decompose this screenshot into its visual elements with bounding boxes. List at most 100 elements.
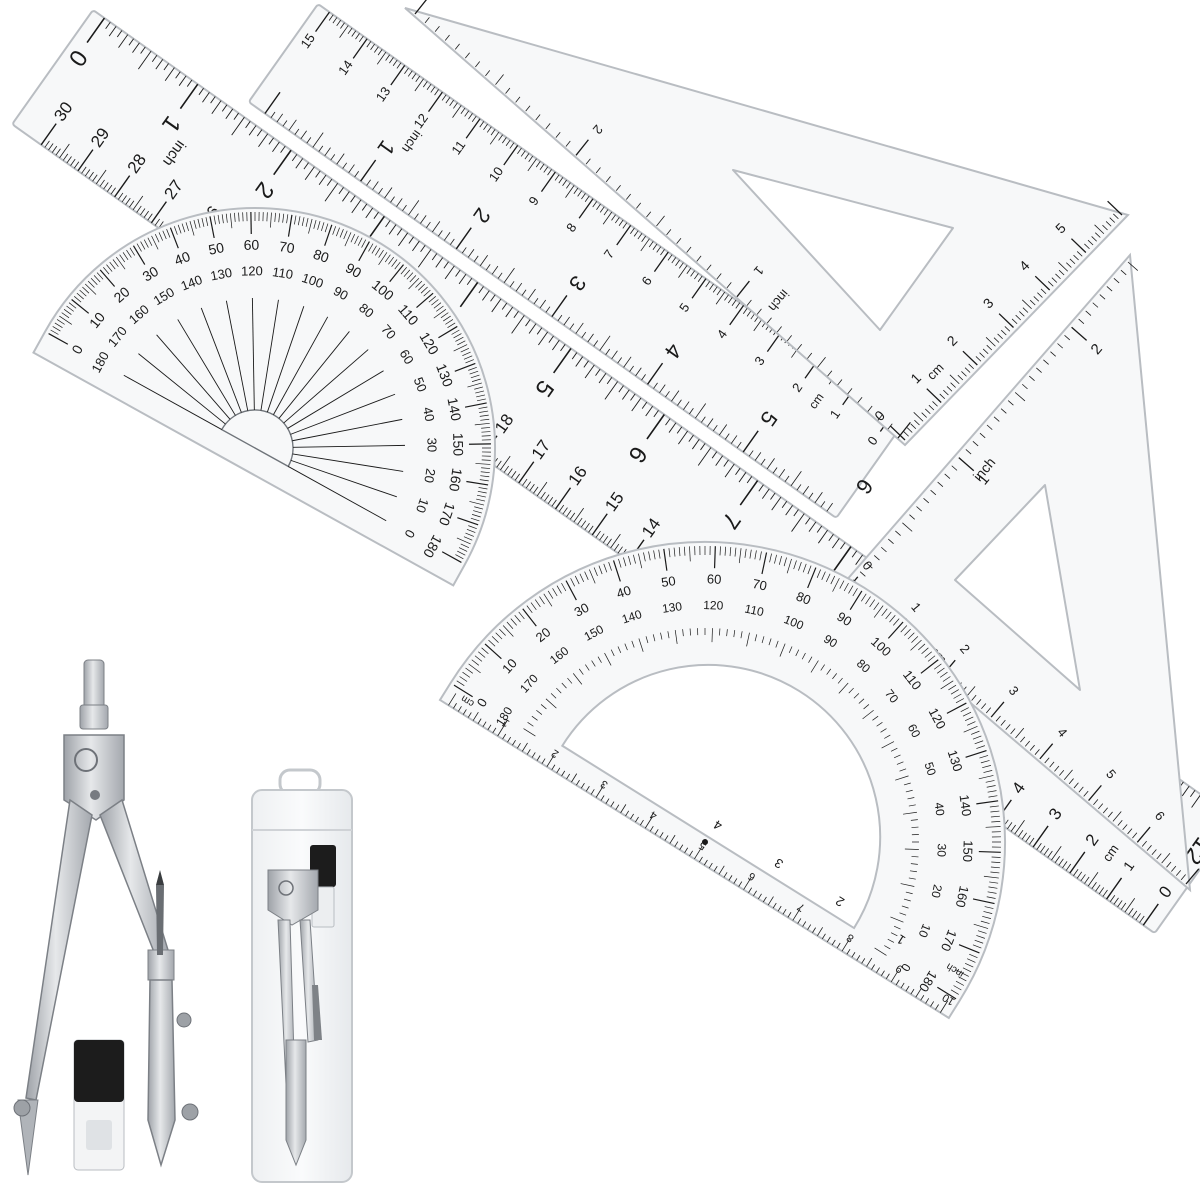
cm-tick: [1069, 851, 1086, 874]
degree-tick: [344, 232, 352, 247]
inch-tick: [641, 374, 646, 381]
cm-tick: [618, 219, 624, 226]
degree-tick: [361, 239, 367, 248]
inch-tick: [735, 467, 741, 475]
degree-tick: [908, 877, 916, 880]
inch-tick: [575, 322, 584, 334]
degree-tick: [527, 722, 534, 727]
inch-tick: [771, 496, 782, 511]
cm-tick: [611, 214, 616, 221]
inch-tick: [164, 67, 175, 81]
cm-tick: [449, 99, 455, 107]
degree-tick: [974, 740, 984, 745]
angle-ray: [278, 331, 350, 419]
cm-tick: [928, 404, 935, 411]
degree-tick: [988, 795, 998, 798]
cm-tick: [694, 846, 703, 860]
degree-tick: [970, 730, 980, 735]
degree-tick: [189, 221, 195, 236]
cm-tick: [1141, 840, 1147, 847]
cm-tick: [1171, 865, 1177, 872]
cm-tick: [1112, 811, 1122, 822]
degree-tick: [668, 548, 671, 558]
degree-tick: [876, 722, 883, 727]
inch-tick: [739, 480, 759, 506]
cm-tick: [1131, 910, 1138, 918]
cm-tick: [669, 834, 676, 844]
inch-tick: [248, 125, 257, 136]
angle-ray: [292, 453, 404, 472]
cm-tick: [48, 143, 54, 151]
degree-tick: [470, 374, 480, 379]
inch-tick: [686, 246, 692, 253]
inch-tick: [128, 38, 134, 46]
degree-tick: [987, 891, 997, 894]
degree-tick: [570, 578, 576, 587]
cm-tick: [610, 533, 621, 549]
degree-tick: [699, 546, 701, 556]
cm-tick: [561, 770, 566, 777]
cm-label: 9: [894, 962, 906, 975]
inch-tick: [791, 513, 805, 532]
inch-tick: [348, 164, 355, 173]
inch-tick: [545, 306, 551, 313]
cm-tick: [602, 211, 613, 225]
degree-tick: [462, 671, 471, 678]
degree-tick: [556, 585, 562, 594]
inch-tick: [434, 25, 440, 32]
inch-tick: [315, 170, 321, 178]
degree-tick: [910, 639, 922, 651]
inch-tick: [726, 282, 732, 289]
inch-tick: [548, 335, 554, 343]
cm-tick: [1105, 877, 1123, 900]
inch-tick: [444, 34, 450, 41]
cm-tick: [51, 145, 58, 153]
degree-tick: [953, 693, 962, 699]
cm-tick: [569, 512, 576, 520]
cm-tick: [487, 724, 492, 731]
cm-tick: [614, 217, 620, 224]
cm-tick: [599, 206, 605, 213]
degree-tick: [820, 664, 825, 671]
inch-tick: [1050, 351, 1056, 357]
cm-tick: [558, 504, 565, 512]
cm-tick: [1010, 824, 1016, 832]
cm-tick: [1058, 261, 1069, 272]
set-square-top-body: [404, 7, 1130, 447]
cm-tick: [758, 893, 762, 900]
degree-tick: [907, 797, 915, 800]
degree-tick: [445, 319, 454, 325]
degree-tick: [297, 216, 301, 226]
degree-tick: [837, 677, 843, 684]
inch-tick: [641, 401, 648, 409]
cm-tick: [1070, 238, 1087, 253]
cm-tick: [1069, 258, 1076, 265]
degree-tick: [540, 704, 547, 710]
inch-tick: [326, 178, 333, 186]
inch-tick: [402, 204, 407, 212]
inch-tick: [646, 362, 664, 385]
degree-tick: [476, 394, 486, 398]
degree-tick: [985, 826, 1001, 828]
degree-tick: [788, 646, 793, 654]
degree-tick: [481, 435, 491, 437]
cm-tick: [861, 958, 866, 964]
cm-tick: [1084, 876, 1090, 884]
cm-tick: [1080, 874, 1086, 882]
cm-tick: [913, 411, 924, 422]
inch-tick: [930, 489, 937, 496]
degree-label-inner: 20: [421, 467, 438, 484]
degree-tick: [457, 340, 466, 346]
degree-label-outer: 40: [172, 248, 192, 269]
protractor-large-cutout: [560, 663, 882, 930]
cm-tick: [890, 425, 906, 441]
inch-tick: [598, 372, 607, 384]
degree-tick: [903, 782, 911, 786]
degree-tick: [332, 226, 337, 235]
inch-tick: [417, 249, 432, 268]
degree-tick: [433, 302, 442, 309]
degree-tick: [985, 780, 995, 783]
cm-tick: [753, 318, 763, 332]
cm-tick: [986, 344, 993, 351]
cm-tick: [1102, 889, 1108, 897]
